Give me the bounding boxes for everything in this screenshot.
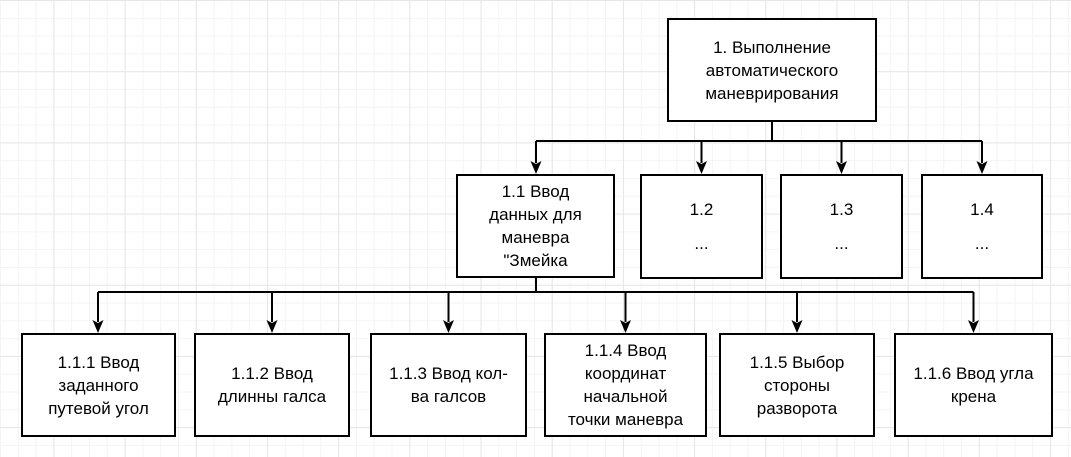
arrowhead: [443, 320, 454, 333]
arrowhead: [266, 320, 278, 333]
node-1[interactable]: 1. Выполнение автоматического маневриров…: [667, 18, 877, 122]
node-1-3[interactable]: 1.3 ...: [780, 174, 903, 279]
arrowhead: [836, 161, 847, 174]
arrowhead: [92, 320, 104, 333]
arrowhead: [620, 320, 631, 333]
node-label: 1.1.5 Выбор стороны разворота: [749, 352, 845, 418]
node-label: 1.1.1 Ввод заданного путевой угол: [48, 352, 149, 418]
node-label: 1.1.3 Ввод кол- ва галсов: [389, 364, 508, 406]
connector-line: [97, 292, 975, 322]
node-label: 1.1.4 Ввод координат начальной точки ман…: [567, 341, 684, 429]
node-label: 1. Выполнение автоматического маневриров…: [705, 37, 839, 103]
arrowhead: [791, 320, 803, 333]
node-label: 1.1 Ввод данных для маневра "Змейка: [489, 182, 582, 270]
node-1-1-1[interactable]: 1.1.1 Ввод заданного путевой угол: [21, 333, 176, 437]
node-label: 1.4 ...: [970, 199, 994, 253]
connector-line: [98, 122, 982, 293]
node-label: 1.3 ...: [829, 199, 854, 253]
node-label: 1.2 ...: [689, 199, 714, 253]
arrowhead: [968, 320, 979, 333]
node-label: 1.1.6 Ввод угла крена: [913, 364, 1034, 406]
node-1-2[interactable]: 1.2 ...: [640, 174, 763, 279]
node-1-4[interactable]: 1.4 ...: [921, 174, 1043, 279]
arrowhead: [530, 161, 542, 174]
node-1-1-3[interactable]: 1.1.3 Ввод кол- ва галсов: [370, 333, 527, 437]
arrowhead: [976, 161, 988, 174]
node-1-1-5[interactable]: 1.1.5 Выбор стороны разворота: [719, 333, 875, 437]
node-label: 1.1.2 Ввод длинны галса: [217, 364, 327, 406]
node-1-1-6[interactable]: 1.1.6 Ввод угла крена: [894, 333, 1053, 437]
node-1-1-2[interactable]: 1.1.2 Ввод длинны галса: [194, 333, 350, 437]
connector-line: [535, 141, 983, 163]
node-1-1[interactable]: 1.1 Ввод данных для маневра "Змейка: [456, 174, 615, 278]
node-1-1-4[interactable]: 1.1.4 Ввод координат начальной точки ман…: [544, 333, 707, 437]
arrowhead: [696, 161, 707, 174]
